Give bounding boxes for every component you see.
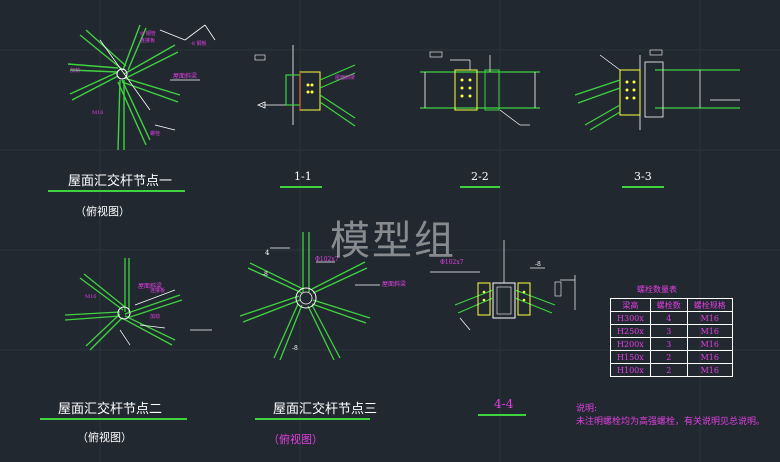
title-section-2-2: 2-2 bbox=[471, 170, 489, 183]
section-4-4: -8 bbox=[430, 240, 576, 331]
title-section-4-4: 4-4 bbox=[494, 397, 514, 411]
bolt-table-row: H150x 2 M16 bbox=[610, 350, 733, 364]
node3-pipe-label: Φ102x7 bbox=[315, 256, 339, 263]
notes-line1: 未注明螺栓均为高强螺栓，有关说明见总说明。 bbox=[576, 417, 766, 427]
svg-text:螺栓: 螺栓 bbox=[150, 130, 160, 137]
node3-plan-view: 4 -8 -8 bbox=[239, 232, 380, 361]
title-section-1-1: 1-1 bbox=[294, 170, 312, 183]
title-node3: 屋面汇交杆节点三 bbox=[273, 402, 378, 417]
bolt-table-row: H300x 4 M16 bbox=[610, 311, 733, 325]
section-2-2 bbox=[420, 51, 540, 126]
subtitle-node2: （俯视图） bbox=[77, 431, 132, 444]
bolt-table-cell: 3 bbox=[649, 337, 688, 351]
bolt-table: 梁高 螺栓数 螺栓规格 H300x 4 M16 H250x 3 M16 H200… bbox=[610, 298, 733, 377]
notes-block: 说明: 未注明螺栓均为高强螺栓，有关说明见总说明。 bbox=[576, 403, 765, 429]
bolt-table-cell: 2 bbox=[649, 350, 688, 364]
svg-text:-8: -8 bbox=[262, 271, 268, 278]
title-section-1-1-underline bbox=[280, 186, 322, 188]
bolt-table-cell: H200x bbox=[610, 337, 651, 351]
section-1-1: 屋面斜梁 bbox=[254, 45, 356, 127]
bolt-table-cell: H250x bbox=[610, 324, 651, 338]
svg-text:M16: M16 bbox=[92, 110, 103, 116]
svg-text:屋面斜梁: 屋面斜梁 bbox=[335, 74, 355, 81]
bolt-table-cell: H300x bbox=[610, 311, 651, 325]
bolt-table-cell: M16 bbox=[686, 350, 733, 364]
subtitle-node3: （俯视图） bbox=[268, 433, 323, 446]
title-node2: 屋面汇交杆节点二 bbox=[58, 402, 163, 417]
svg-text:加劲: 加劲 bbox=[70, 67, 80, 74]
svg-text:-8: -8 bbox=[535, 261, 541, 268]
bolt-table-header: 螺栓数 bbox=[649, 298, 688, 312]
watermark: 模型组 bbox=[330, 218, 456, 264]
title-section-2-2-underline bbox=[460, 186, 500, 188]
notes-heading: 说明: bbox=[576, 404, 598, 414]
bolt-table-cell: H100x bbox=[610, 363, 651, 377]
section-3-3 bbox=[574, 49, 740, 131]
bolt-table-cell: M16 bbox=[686, 337, 733, 351]
title-node1: 屋面汇交杆节点一 bbox=[68, 174, 173, 189]
svg-text:-8: -8 bbox=[292, 345, 298, 352]
bolt-table-row: H250x 3 M16 bbox=[610, 324, 733, 338]
svg-text:连接板: 连接板 bbox=[150, 287, 165, 294]
svg-text:4: 4 bbox=[265, 249, 270, 257]
bolt-table-row: H200x 3 M16 bbox=[610, 337, 733, 351]
bolt-table-cell: 2 bbox=[649, 363, 688, 377]
svg-text:-8 钢板: -8 钢板 bbox=[190, 40, 206, 47]
node1-roof-beam-label: 屋面斜梁 bbox=[173, 73, 198, 80]
node2-roof-beam-label: 屋面斜梁 bbox=[138, 283, 163, 290]
bolt-table-header: 螺栓规格 bbox=[686, 298, 733, 312]
title-node1-underline bbox=[48, 190, 185, 192]
node3-roof-beam-label: 屋面斜梁 bbox=[382, 281, 407, 288]
subtitle-node1: （俯视图） bbox=[75, 205, 130, 218]
bolt-table-title: 螺栓数量表 bbox=[637, 285, 677, 294]
title-section-4-4-underline bbox=[478, 414, 526, 416]
title-node2-underline bbox=[40, 418, 187, 420]
bolt-table-cell: 4 bbox=[649, 311, 688, 325]
bolt-table-cell: M16 bbox=[686, 363, 733, 377]
bolt-table-cell: M16 bbox=[686, 324, 733, 338]
bolt-table-header-row: 梁高 螺栓数 螺栓规格 bbox=[610, 298, 733, 312]
svg-text:M16: M16 bbox=[85, 294, 96, 300]
bolt-table-row: H100x 2 M16 bbox=[610, 363, 733, 377]
title-node3-underline bbox=[255, 418, 370, 420]
svg-text:加劲: 加劲 bbox=[150, 313, 160, 320]
sec44-pipe-label: Φ102x7 bbox=[440, 259, 464, 266]
svg-text:Φ 钢管: Φ 钢管 bbox=[140, 30, 156, 37]
bolt-table-cell: M16 bbox=[686, 311, 733, 325]
title-section-3-3-underline bbox=[622, 186, 664, 188]
svg-text:连接板: 连接板 bbox=[140, 37, 155, 44]
bolt-table-cell: 3 bbox=[649, 324, 688, 338]
bolt-table-cell: H150x bbox=[610, 350, 651, 364]
bolt-table-header: 梁高 bbox=[610, 298, 651, 312]
title-section-3-3: 3-3 bbox=[634, 170, 652, 183]
